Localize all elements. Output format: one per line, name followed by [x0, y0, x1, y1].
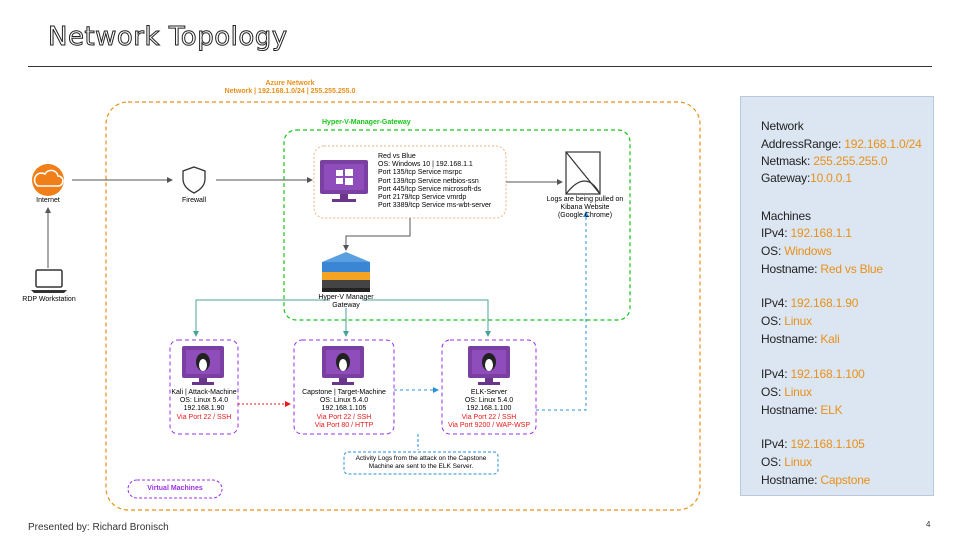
- gateway-row: Gateway:10.0.0.1: [761, 171, 852, 185]
- redblue-name: Red vs Blue: [378, 153, 416, 160]
- server-stack-icon: [322, 252, 370, 292]
- page-title: Network Topology: [48, 22, 288, 53]
- capstone-details: Capstone | Target-Machine OS: Linux 5.4.…: [302, 389, 386, 429]
- redblue-port-445: Port 445/tcp Service microsoft-ds: [378, 185, 482, 193]
- gateway-group-title: Hyper-V-Manager-Gateway: [322, 119, 411, 126]
- rdp-workstation-label: RDP Workstation: [22, 296, 76, 303]
- redblue-port-3389: Port 3389/tcp Service ms-wbt-server: [378, 202, 492, 210]
- machine-2-ipv4: IPv4: 192.168.1.100: [761, 367, 865, 381]
- machine-2-hostname: Hostname: ELK: [761, 403, 843, 417]
- machine-0-ipv4: IPv4: 192.168.1.1: [761, 226, 852, 240]
- page-number: 4: [926, 520, 931, 529]
- vm-label-boundary: [127, 479, 223, 499]
- activity-note-boundary: [343, 451, 499, 475]
- azure-network-subtitle: Network | 192.168.1.0/24 | 255.255.255.0: [224, 88, 356, 95]
- redblue-port-135: Port 135/tcp Service msrpc: [378, 169, 463, 177]
- presenter-credit: Presented by: Richard Bronisch: [28, 522, 169, 533]
- redblue-details: Red vs Blue OS: Windows 10 | 192.168.1.1…: [378, 153, 508, 210]
- network-heading: Network: [761, 119, 804, 133]
- activity-note: Activity Logs from the attack on the Cap…: [355, 455, 487, 470]
- kibana-caption: Logs are being pulled on Kibana Website …: [546, 196, 624, 220]
- machine-3-hostname: Hostname: Capstone: [761, 473, 871, 487]
- machine-3-os: OS: Linux: [761, 455, 812, 469]
- linux-monitor-icon-kali: [182, 346, 224, 385]
- azure-network-boundary: [105, 101, 701, 511]
- network-summary-panel: Network AddressRange: 192.168.1.0/24 Net…: [740, 96, 934, 496]
- machine-2-os: OS: Linux: [761, 385, 812, 399]
- redblue-port-2179: Port 2179/tcp Service vmrdp: [378, 194, 467, 202]
- connector-hyperv-elk: [362, 299, 491, 337]
- machine-1-hostname: Hostname: Kali: [761, 332, 840, 346]
- machines-heading: Machines: [761, 209, 811, 223]
- elk-details: ELK-Server OS: Linux 5.4.0 192.168.1.100…: [447, 389, 531, 429]
- connector-elk-kibana: [536, 211, 589, 411]
- gateway-group-boundary: [283, 129, 631, 321]
- machine-0-os: OS: Windows: [761, 244, 832, 258]
- machine-1-ipv4: IPv4: 192.168.1.90: [761, 296, 859, 310]
- elk-boundary: [441, 339, 537, 435]
- machine-3-ipv4: IPv4: 192.168.1.105: [761, 437, 865, 451]
- connector-redblue-hyperv: [343, 218, 411, 251]
- linux-monitor-icon-elk: [468, 346, 510, 385]
- capstone-boundary: [293, 339, 395, 435]
- machine-0-hostname: Hostname: Red vs Blue: [761, 262, 883, 276]
- shield-icon: [182, 166, 206, 194]
- linux-monitor-icon-capstone: [322, 346, 364, 385]
- machine-1-os: OS: Linux: [761, 314, 812, 328]
- azure-network-title: Azure Network: [265, 80, 315, 87]
- kali-details: Kali | Attack-Machine OS: Linux 5.4.0 19…: [171, 389, 237, 421]
- cloud-icon: [32, 164, 64, 196]
- internet-label: Internet: [36, 197, 60, 204]
- laptop-icon: [31, 269, 67, 293]
- title-divider: [28, 66, 932, 67]
- redblue-os: OS: Windows 10 | 192.168.1.1: [378, 161, 473, 169]
- redblue-port-139: Port 139/tcp Service netbios-ssn: [378, 177, 479, 185]
- virtual-machines-label: Virtual Machines: [147, 485, 203, 492]
- windows-monitor-icon: [320, 160, 368, 202]
- firewall-label: Firewall: [181, 197, 207, 204]
- address-range-row: AddressRange: 192.168.1.0/24: [761, 137, 922, 151]
- netmask-row: Netmask: 255.255.255.0: [761, 154, 888, 168]
- hyperv-caption: Hyper-V Manager Gateway: [318, 294, 374, 310]
- connector-hyperv-kali: [193, 299, 330, 337]
- kibana-icon: [565, 151, 601, 195]
